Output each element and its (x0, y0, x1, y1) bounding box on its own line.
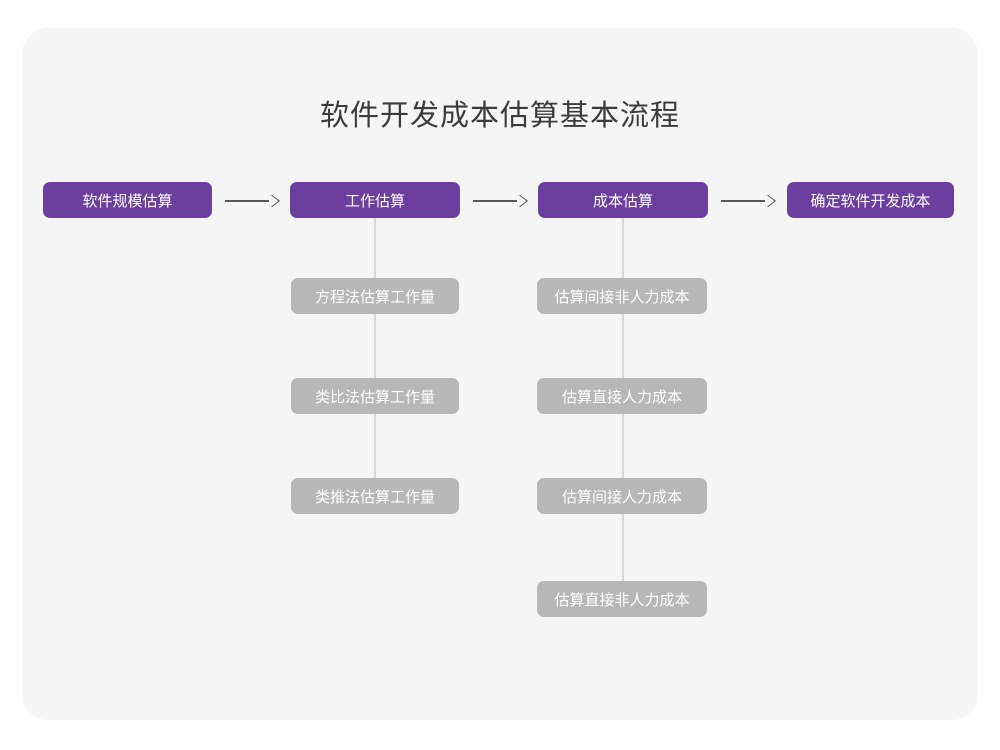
page-title: 软件开发成本估算基本流程 (319, 100, 680, 132)
work-substep-3[interactable]: 类推法估算工作量 (291, 478, 459, 514)
connector-work-1 (374, 218, 376, 278)
cost-substep-4[interactable]: 估算直接非人力成本 (537, 581, 707, 617)
arrow-shaft (473, 200, 517, 202)
arrow-shaft (225, 200, 269, 202)
cost-substep-3[interactable]: 估算间接人力成本 (537, 478, 707, 514)
cost-substep-2[interactable]: 估算直接人力成本 (537, 378, 707, 414)
connector-cost-1 (622, 218, 624, 278)
arrow-2-icon (473, 193, 529, 209)
cost-substep-1[interactable]: 估算间接非人力成本 (537, 278, 707, 314)
connector-cost-4 (622, 514, 624, 581)
connector-cost-2 (622, 314, 624, 378)
connector-work-3 (374, 414, 376, 478)
connector-work-2 (374, 314, 376, 378)
diagram-panel (22, 28, 978, 720)
stage-box-1[interactable]: 软件规模估算 (43, 182, 212, 218)
stage-box-4[interactable]: 确定软件开发成本 (787, 182, 954, 218)
work-substep-2[interactable]: 类比法估算工作量 (291, 378, 459, 414)
arrow-3-icon (721, 193, 777, 209)
stage-box-2[interactable]: 工作估算 (290, 182, 460, 218)
arrow-1-icon (225, 193, 281, 209)
arrow-shaft (721, 200, 765, 202)
connector-cost-3 (622, 414, 624, 478)
work-substep-1[interactable]: 方程法估算工作量 (291, 278, 459, 314)
stage-box-3[interactable]: 成本估算 (538, 182, 708, 218)
